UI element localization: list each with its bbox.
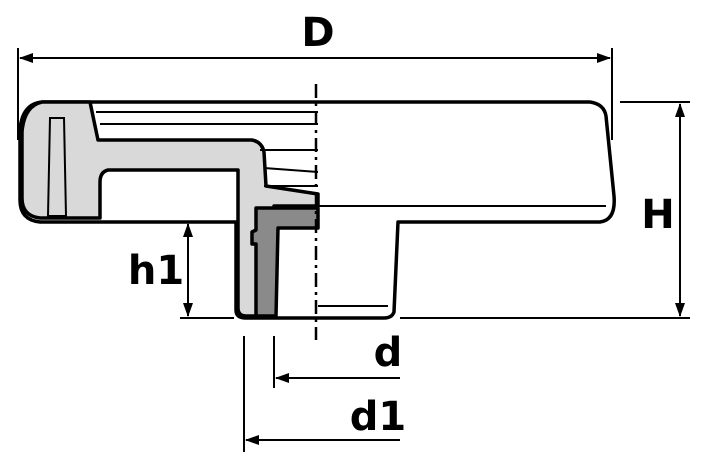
dimension-h1: h1 [128, 223, 234, 319]
section-insert [250, 206, 320, 318]
label-H: H [641, 192, 674, 238]
dimension-d: d [273, 330, 403, 388]
dimension-D: D [17, 10, 613, 140]
label-d1: d1 [350, 394, 406, 440]
section-left [20, 100, 320, 318]
dimension-H: H [400, 101, 690, 319]
label-D: D [301, 10, 334, 56]
label-d: d [374, 330, 403, 376]
label-h1: h1 [128, 248, 184, 294]
dimension-d1: d1 [243, 336, 406, 452]
